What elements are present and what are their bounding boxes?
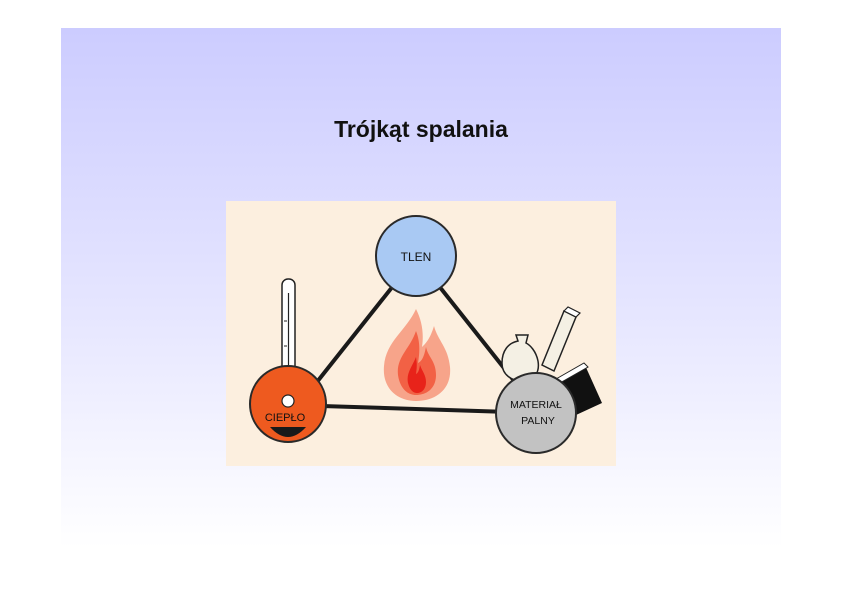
slide: Trójkąt spalania	[61, 28, 781, 548]
fire-triangle-diagram: CIEPŁO TLEN MATERIAŁ	[226, 201, 616, 466]
oxygen-circle	[375, 215, 457, 297]
wood-plank-icon	[541, 306, 582, 373]
heat-node: CIEPŁO	[249, 365, 327, 443]
heat-label: CIEPŁO	[265, 412, 306, 424]
oxygen-label: TLEN	[401, 250, 432, 264]
fuel-node: MATERIAŁ PALNY	[495, 372, 577, 454]
fuel-label-line2: PALNY	[521, 415, 555, 427]
fuel-circle	[495, 372, 577, 454]
oxygen-node: TLEN	[375, 215, 457, 297]
flame-icon	[383, 309, 451, 401]
slide-title: Trójkąt spalania	[334, 116, 508, 142]
fuel-label-line1: MATERIAŁ	[510, 399, 562, 411]
